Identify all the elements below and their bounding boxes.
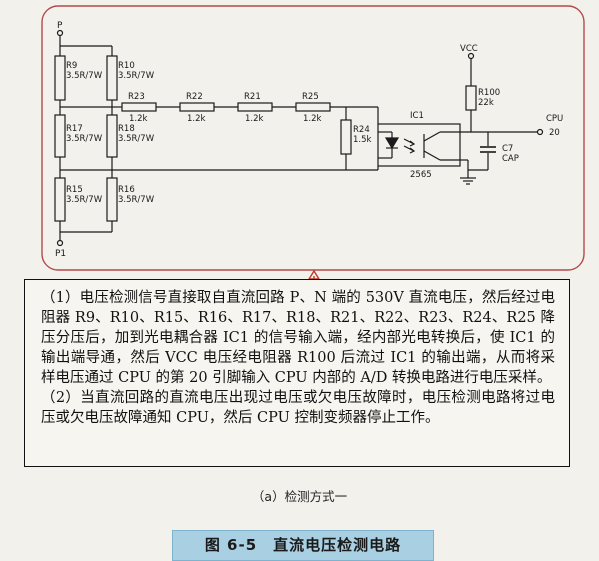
resistor-r16 [106, 177, 118, 222]
description-paragraph-1: （1）电压检测信号直接取自直流回路 P、N 端的 530V 直流电压，然后经过电… [41, 290, 555, 386]
r18-name: R18 [118, 124, 135, 134]
ground-icon [460, 177, 476, 185]
figure-title: 图 6-5 直流电压检测电路 [172, 530, 434, 561]
subfigure-caption: （a）检测方式一 [251, 489, 348, 504]
r10-value: 3.5R/7W [118, 71, 155, 81]
ic1-part: 2565 [410, 170, 432, 180]
resistor-r17 [54, 114, 66, 158]
cpu-label: CPU [546, 114, 563, 124]
r17-name: R17 [66, 124, 83, 134]
r15-name: R15 [66, 185, 83, 195]
led-icon [384, 137, 400, 150]
circuit-frame [41, 5, 585, 271]
resistor-r15 [54, 177, 66, 222]
r17-value: 3.5R/7W [66, 134, 103, 144]
r25-name: R25 [302, 92, 319, 102]
resistor-r100 [465, 85, 477, 111]
resistor-r10 [106, 55, 118, 101]
description-box: （1）电压检测信号直接取自直流回路 P、N 端的 530V 直流电压，然后经过电… [24, 279, 570, 467]
r23-value: 1.2k [129, 114, 148, 124]
r22-value: 1.2k [187, 114, 206, 124]
terminal-p-label: P [57, 21, 63, 31]
cpu-pin-node [536, 128, 544, 136]
c7-value: CAP [502, 154, 519, 164]
resistor-r25 [295, 102, 331, 112]
r22-name: R22 [186, 92, 203, 102]
r16-value: 3.5R/7W [118, 195, 155, 205]
circuit-diagram: P P1 R9 3.5R/7W R10 3.5R/7W R17 3.5R/7W … [41, 5, 585, 280]
r100-name: R100 [478, 88, 500, 98]
c7-name: C7 [502, 144, 513, 154]
r10-name: R10 [118, 61, 135, 71]
r25-value: 1.2k [303, 114, 322, 124]
resistor-r22 [179, 102, 215, 112]
vcc-node [467, 52, 475, 60]
resistor-r24 [340, 119, 352, 155]
r21-value: 1.2k [245, 114, 264, 124]
r15-value: 3.5R/7W [66, 195, 103, 205]
description-paragraph-2: （2）当直流回路的直流电压出现过电压或欠电压故障时，电压检测电路将过电压或欠电压… [41, 390, 555, 426]
terminal-p-node [56, 29, 64, 37]
r24-name: R24 [353, 125, 370, 135]
terminal-n-label: P1 [55, 249, 66, 259]
r16-name: R16 [118, 185, 135, 195]
r100-value: 22k [478, 98, 494, 108]
ic1-optocoupler [377, 123, 461, 167]
r9-value: 3.5R/7W [66, 71, 103, 81]
terminal-n-node [56, 239, 64, 247]
r24-value: 1.5k [353, 135, 372, 145]
r23-name: R23 [128, 92, 145, 102]
r18-value: 3.5R/7W [118, 134, 155, 144]
resistor-r9 [54, 55, 66, 101]
resistor-r21 [237, 102, 273, 112]
r9-name: R9 [66, 61, 77, 71]
r21-name: R21 [244, 92, 261, 102]
resistor-r18 [106, 114, 118, 158]
cpu-pin-number: 20 [549, 128, 560, 138]
vcc-label: VCC [460, 44, 478, 54]
resistor-r23 [121, 102, 157, 112]
pointer-arrow [307, 269, 321, 280]
ic1-label: IC1 [410, 111, 424, 121]
